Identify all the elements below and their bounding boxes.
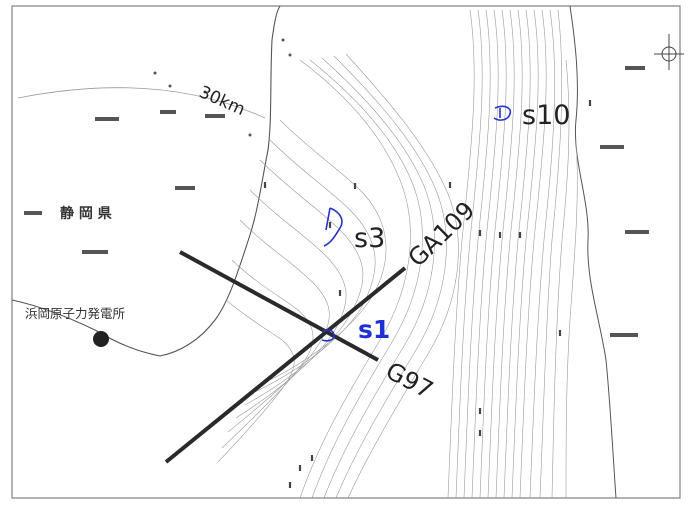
survey-line-ga109 (164, 266, 407, 464)
coastline-east (569, 5, 617, 499)
site-label-s1: s1 (358, 315, 390, 344)
site-label-s3: s3 (354, 223, 385, 254)
north-arrow-icon (654, 34, 684, 70)
site-label-s10: s10 (522, 100, 570, 131)
site-marker-s3 (323, 207, 343, 247)
survey-line-g97 (179, 250, 379, 362)
radius-arc (17, 87, 266, 119)
prefecture-label: 静 岡 県 (60, 205, 112, 222)
map-frame (11, 5, 681, 499)
depth-markers (263, 100, 592, 488)
power-plant-marker-icon (93, 331, 109, 347)
contour-group (217, 9, 578, 499)
site-marker-s10 (493, 105, 512, 121)
site-marker-s1 (321, 329, 335, 342)
town-dots (24, 38, 649, 337)
plant-label: 浜岡原子力発電所 (25, 306, 125, 321)
